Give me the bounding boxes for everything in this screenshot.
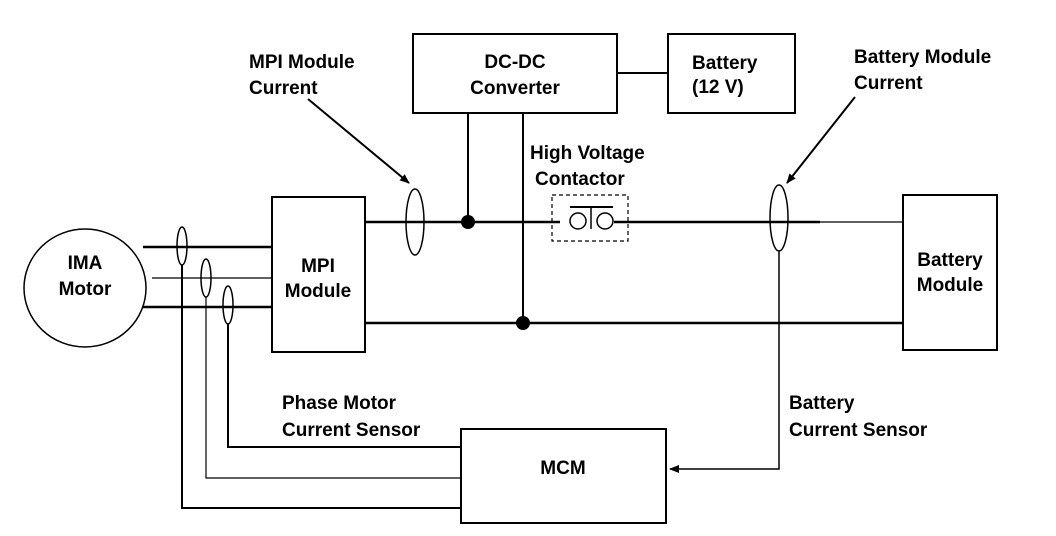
mpi-module-label-line1: MPI <box>301 256 335 277</box>
junction-dot-negative <box>516 316 530 330</box>
battery-current-sensor-label-line1: Battery <box>789 393 855 414</box>
dcdc-converter-box <box>412 33 618 114</box>
high-voltage-contactor-label-line2: Contactor <box>535 169 625 190</box>
junction-dot-positive <box>461 215 475 229</box>
mpi-module: MPI Module <box>271 196 366 353</box>
battery-module-label-line1: Battery <box>917 250 983 271</box>
mpi-module-box <box>271 196 366 353</box>
phase-current-sensor-c <box>222 285 234 325</box>
mpi-module-label-line2: Module <box>285 281 352 302</box>
ima-motor-label-line1: IMA <box>68 253 103 274</box>
battery-12v-box <box>667 33 796 114</box>
dcdc-converter-label-line2: Converter <box>470 78 560 99</box>
phase-sensor-wires <box>181 265 461 509</box>
mpi-module-current-label-line2: Current <box>249 78 318 99</box>
mcm-label: MCM <box>540 458 585 479</box>
battery-12v: Battery (12 V) <box>667 33 796 114</box>
mpi-module-current-label-line1: MPI Module <box>249 52 355 73</box>
battery-module: Battery Module <box>902 194 998 351</box>
battery-12v-label-line2: (12 V) <box>692 77 744 98</box>
phase-current-sensor-b <box>200 258 212 298</box>
battery-module-box <box>902 194 998 351</box>
phase-sensor-wire-c <box>227 324 461 448</box>
mcm: MCM <box>460 428 667 524</box>
phase-sensor-wire-b <box>205 297 461 479</box>
battery-module-current-arrow <box>786 96 856 184</box>
phase-wires <box>143 245 272 309</box>
contactor-dashed-box <box>551 194 629 242</box>
contactor-terminal-left <box>569 212 587 230</box>
dcdc-converter-label-line1: DC-DC <box>484 52 545 73</box>
ima-motor-label-line2: Motor <box>59 279 112 300</box>
mpi-module-current-sensor <box>405 188 425 256</box>
ima-motor-circle <box>23 228 147 348</box>
phase-motor-current-sensor-label-line2: Current Sensor <box>282 420 421 441</box>
phase-current-sensor-a <box>176 226 188 266</box>
battery-module-current-label-line2: Current <box>854 73 923 94</box>
battery-current-sensor-wire <box>669 251 780 473</box>
dcdc-converter: DC-DC Converter <box>412 33 618 114</box>
mcm-box <box>460 428 667 524</box>
high-voltage-contactor-label-line1: High Voltage <box>530 143 645 164</box>
phase-sensor-wire-a <box>181 265 461 509</box>
contactor-terminal-right <box>596 212 614 230</box>
mpi-module-current-arrow <box>307 98 410 184</box>
ima-motor: IMA Motor <box>23 228 147 348</box>
high-voltage-contactor <box>551 194 629 242</box>
battery-module-label-line2: Module <box>917 275 984 296</box>
battery-module-current-label-line1: Battery Module <box>854 47 991 68</box>
battery-current-sensor-label-line2: Current Sensor <box>789 420 928 441</box>
phase-motor-current-sensor-label-line1: Phase Motor <box>282 393 397 414</box>
battery-module-current-sensor <box>769 184 789 252</box>
battery-12v-label-line1: Battery <box>692 53 758 74</box>
